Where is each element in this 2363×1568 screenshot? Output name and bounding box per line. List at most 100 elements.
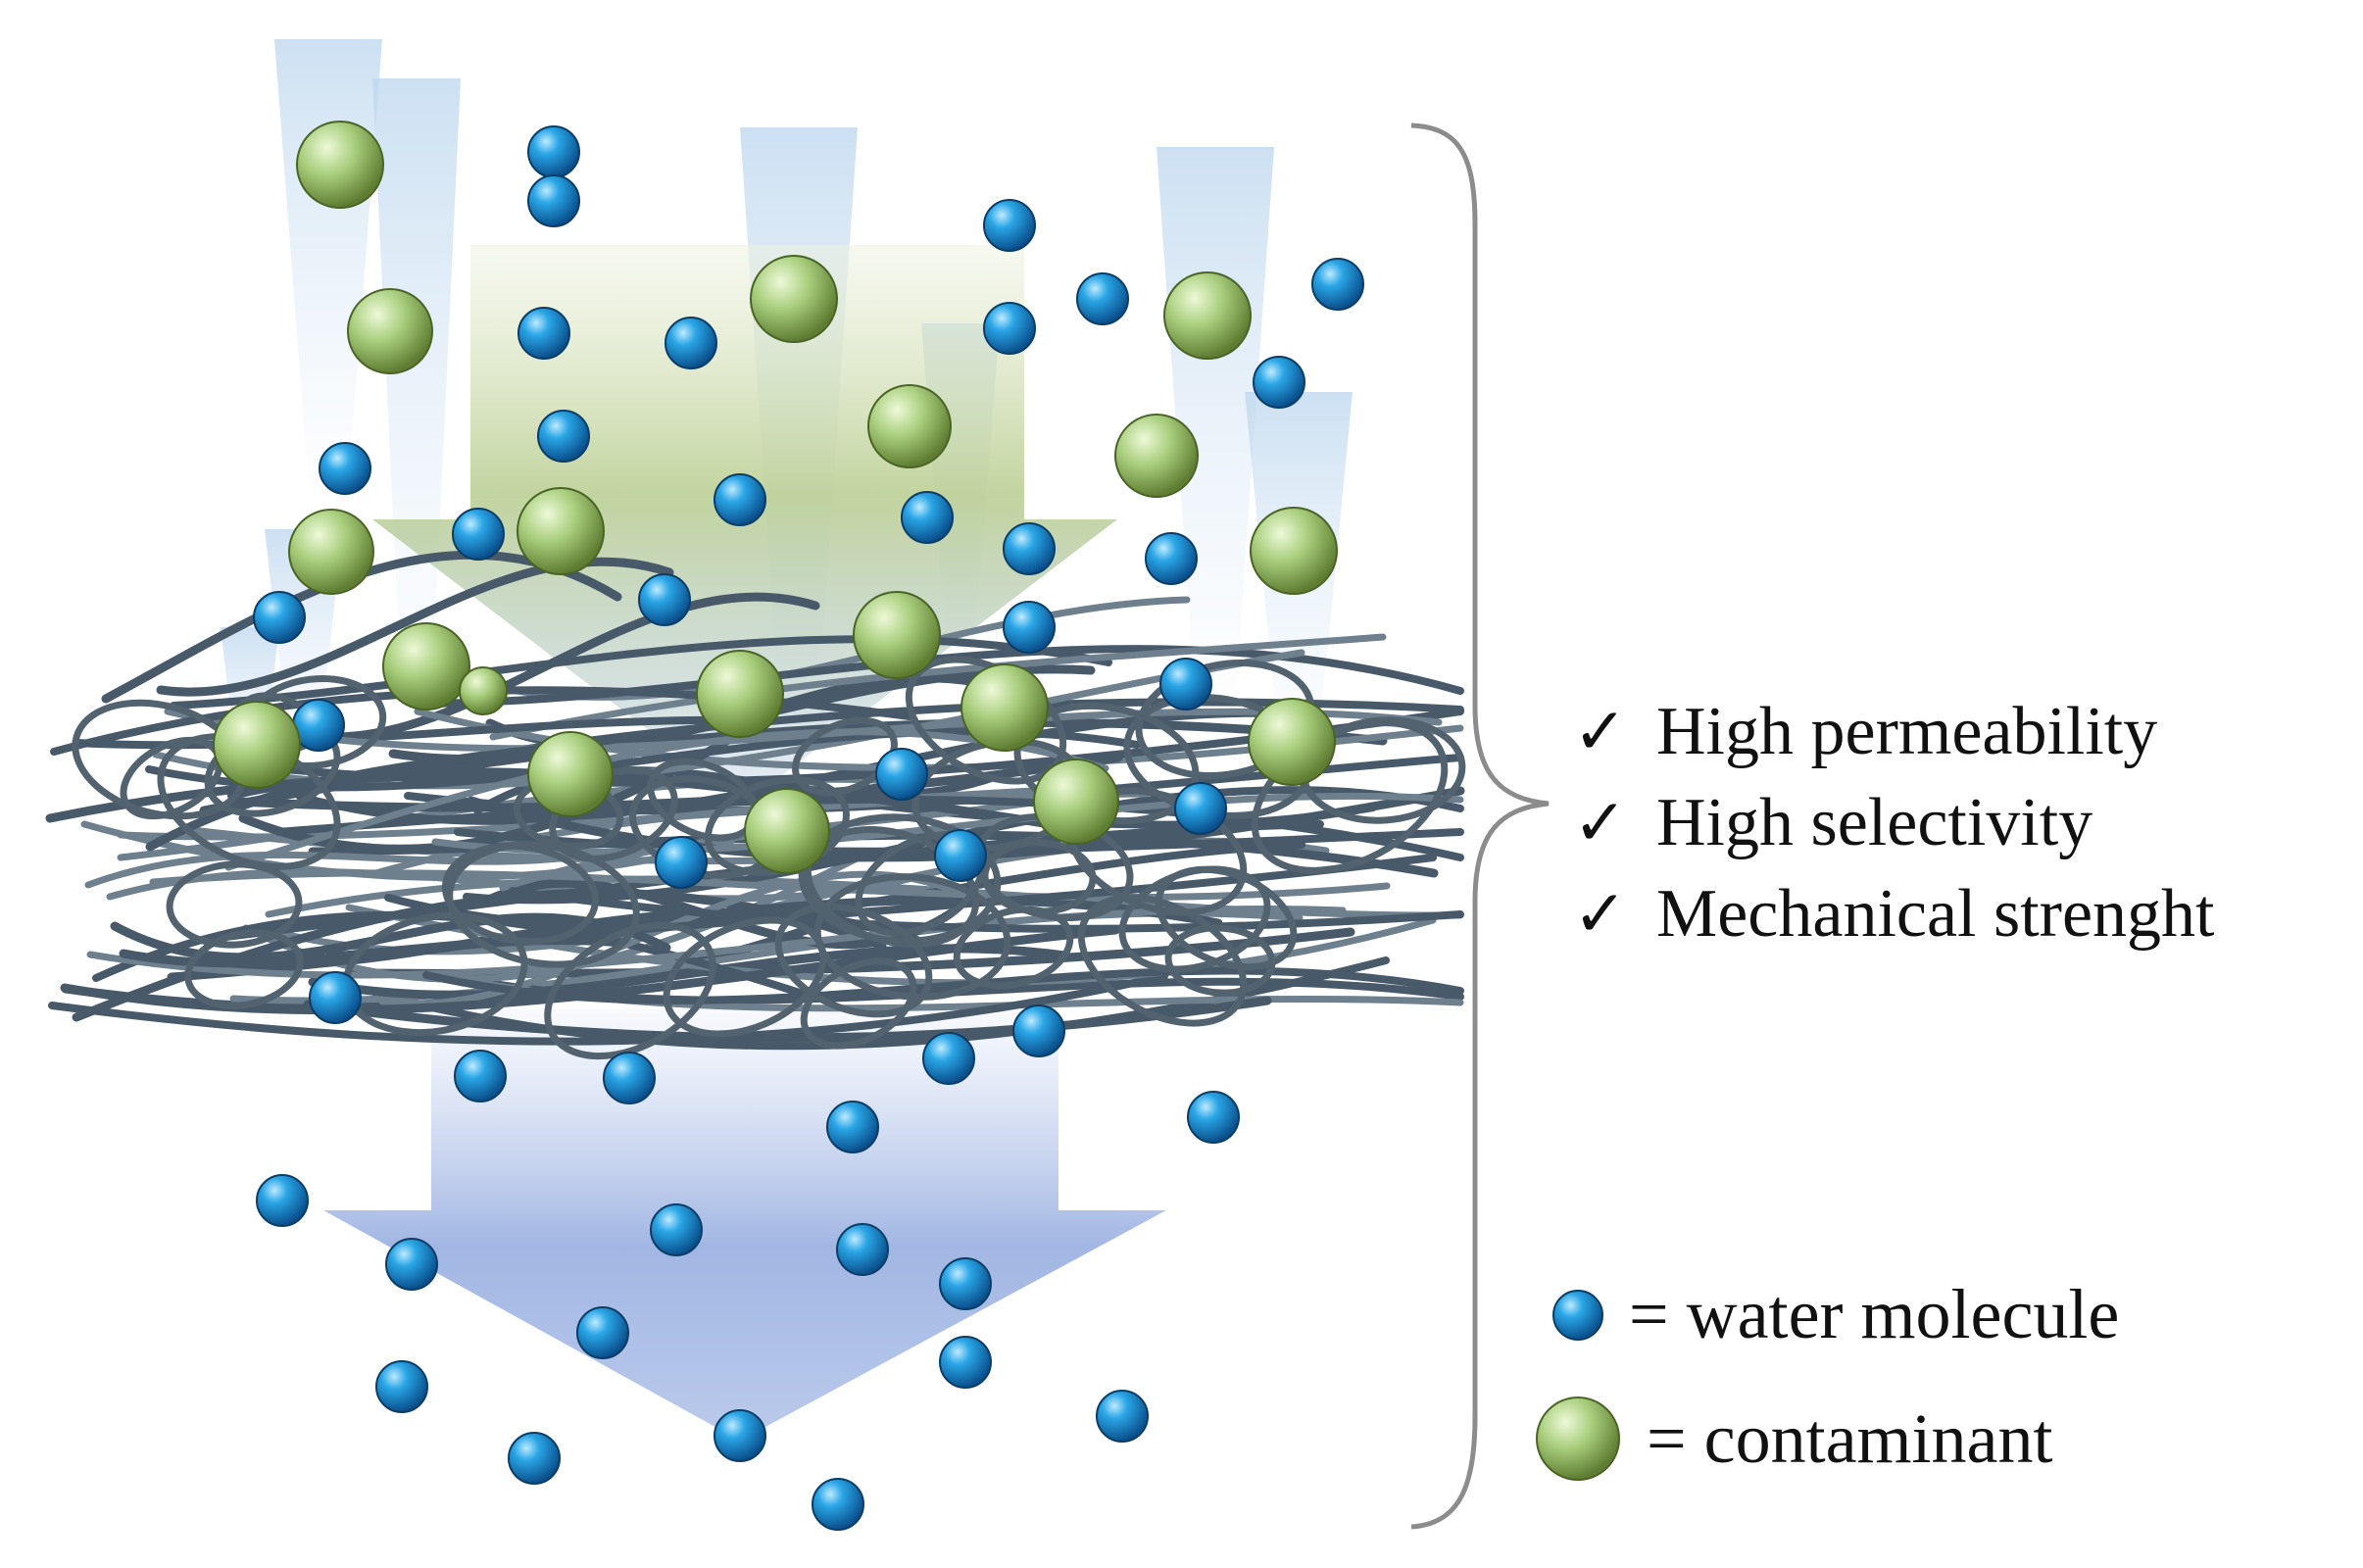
bracket — [1410, 122, 1550, 1530]
contaminant-icon — [1033, 759, 1119, 845]
water-molecule-icon — [537, 410, 590, 463]
water-molecule-icon — [836, 1223, 889, 1276]
contaminant-icon — [750, 255, 838, 343]
nanofiber-loop — [184, 929, 304, 1009]
contaminant-icon — [382, 622, 470, 710]
contaminant-icon — [1250, 507, 1338, 595]
water-molecule-icon — [375, 1360, 428, 1413]
contaminant-icon — [347, 288, 433, 374]
water-molecule-icon — [454, 1050, 507, 1102]
particles — [213, 121, 1364, 1531]
water-molecule-icon — [256, 1174, 309, 1227]
water-molecule-icon — [1187, 1091, 1240, 1144]
nanofiber-loop — [166, 860, 303, 949]
water-molecule-icon — [1003, 522, 1056, 575]
water-molecule-icon — [812, 1478, 864, 1531]
permeate-flow-arrow — [323, 1009, 1166, 1441]
contaminant-icon — [527, 731, 614, 817]
property-label: High permeability — [1656, 693, 2158, 769]
water-molecule-icon — [1552, 1289, 1603, 1341]
nanofiber-loop — [774, 903, 933, 1018]
water-molecule-icon — [714, 473, 766, 526]
legend-water-label: = water molecule — [1629, 1275, 2120, 1353]
legend-contaminant: = contaminant — [1531, 1392, 2053, 1486]
nanofiber-loop — [1118, 865, 1271, 973]
water-molecule-icon — [939, 1257, 992, 1310]
nanofiber — [303, 996, 1272, 1043]
contaminant-icon — [696, 650, 784, 738]
contaminant-icon — [296, 121, 384, 209]
legend-contaminant-label: = contaminant — [1647, 1398, 2053, 1478]
water-molecule-icon — [901, 491, 954, 544]
water-molecule-icon — [253, 591, 306, 644]
nanofiber-loop — [800, 957, 917, 1050]
nanofiber-loop — [1164, 924, 1276, 997]
contaminant-icon — [459, 666, 508, 715]
water-molecule-icon — [1145, 532, 1198, 585]
water-molecule-icon — [875, 748, 928, 801]
water-molecule-icon — [665, 317, 717, 369]
water-molecule-icon — [1076, 272, 1129, 325]
nanofiber — [149, 869, 1391, 902]
property-label: Mechanical strenght — [1656, 875, 2215, 952]
nanofiber — [84, 851, 573, 889]
nanofiber-loop — [953, 906, 1074, 990]
contaminant-icon — [744, 788, 830, 874]
contaminant-icon — [213, 701, 301, 789]
water-molecule-icon — [452, 508, 505, 561]
water-molecule-icon — [922, 1032, 975, 1085]
water-molecule-icon — [826, 1101, 879, 1153]
water-molecule-icon — [1096, 1390, 1149, 1443]
legend-water: = water molecule — [1549, 1274, 2119, 1355]
contaminant-icon — [288, 509, 374, 595]
water-molecule-icon — [527, 174, 580, 227]
water-molecule-icon — [939, 1336, 992, 1389]
contaminant-icon — [1114, 414, 1199, 498]
nanofiber-loop — [544, 921, 716, 1060]
nanofiber-loop — [792, 716, 898, 797]
water-molecule-icon — [527, 125, 580, 178]
check-icon: ✓ — [1573, 694, 1628, 769]
property-item: ✓ Mechanical strenght — [1573, 868, 2215, 959]
check-icon: ✓ — [1573, 876, 1628, 952]
flow-beam — [372, 78, 461, 706]
water-molecule-icon — [1311, 258, 1364, 311]
contaminant-icon — [1536, 1396, 1620, 1481]
contaminant-icon — [1248, 698, 1336, 786]
water-molecule-icon — [576, 1306, 629, 1359]
water-molecule-icon — [983, 302, 1036, 355]
water-molecule-icon — [1159, 658, 1212, 710]
water-molecule-icon — [309, 971, 362, 1024]
water-molecule-icon — [650, 1203, 703, 1256]
water-molecule-icon — [934, 829, 987, 882]
water-molecule-icon — [1003, 601, 1056, 654]
contaminant-icon — [960, 663, 1049, 752]
water-molecule-icon — [983, 199, 1036, 252]
nanofiber-loop — [446, 841, 640, 968]
property-item: ✓ High permeability — [1573, 686, 2215, 777]
water-molecule-icon — [385, 1238, 438, 1291]
water-molecule-icon — [517, 307, 570, 360]
water-molecule-icon — [1253, 356, 1305, 409]
water-molecule-icon — [319, 442, 371, 495]
water-molecule-icon — [655, 836, 708, 889]
flow-beam — [274, 39, 382, 490]
water-molecule-icon — [714, 1409, 766, 1462]
water-molecule-icon — [1012, 1004, 1065, 1057]
nanofiber — [422, 966, 1464, 1004]
water-molecule-icon — [638, 573, 691, 626]
water-molecule-icon — [1174, 782, 1227, 835]
nanofiber — [489, 633, 1387, 741]
contaminant-icon — [867, 384, 952, 468]
property-item: ✓ High selectivity — [1573, 777, 2215, 868]
property-label: High selectivity — [1656, 784, 2093, 860]
property-list: ✓ High permeability ✓ High selectivity ✓… — [1573, 686, 2215, 959]
contaminant-icon — [517, 487, 605, 575]
nanofiber — [413, 645, 1464, 708]
contaminant-icon — [1163, 271, 1252, 360]
nanofiber-loop — [813, 873, 1011, 1001]
nanofiber — [156, 557, 674, 697]
water-molecule-icon — [603, 1052, 656, 1104]
nanofiber — [80, 820, 735, 881]
